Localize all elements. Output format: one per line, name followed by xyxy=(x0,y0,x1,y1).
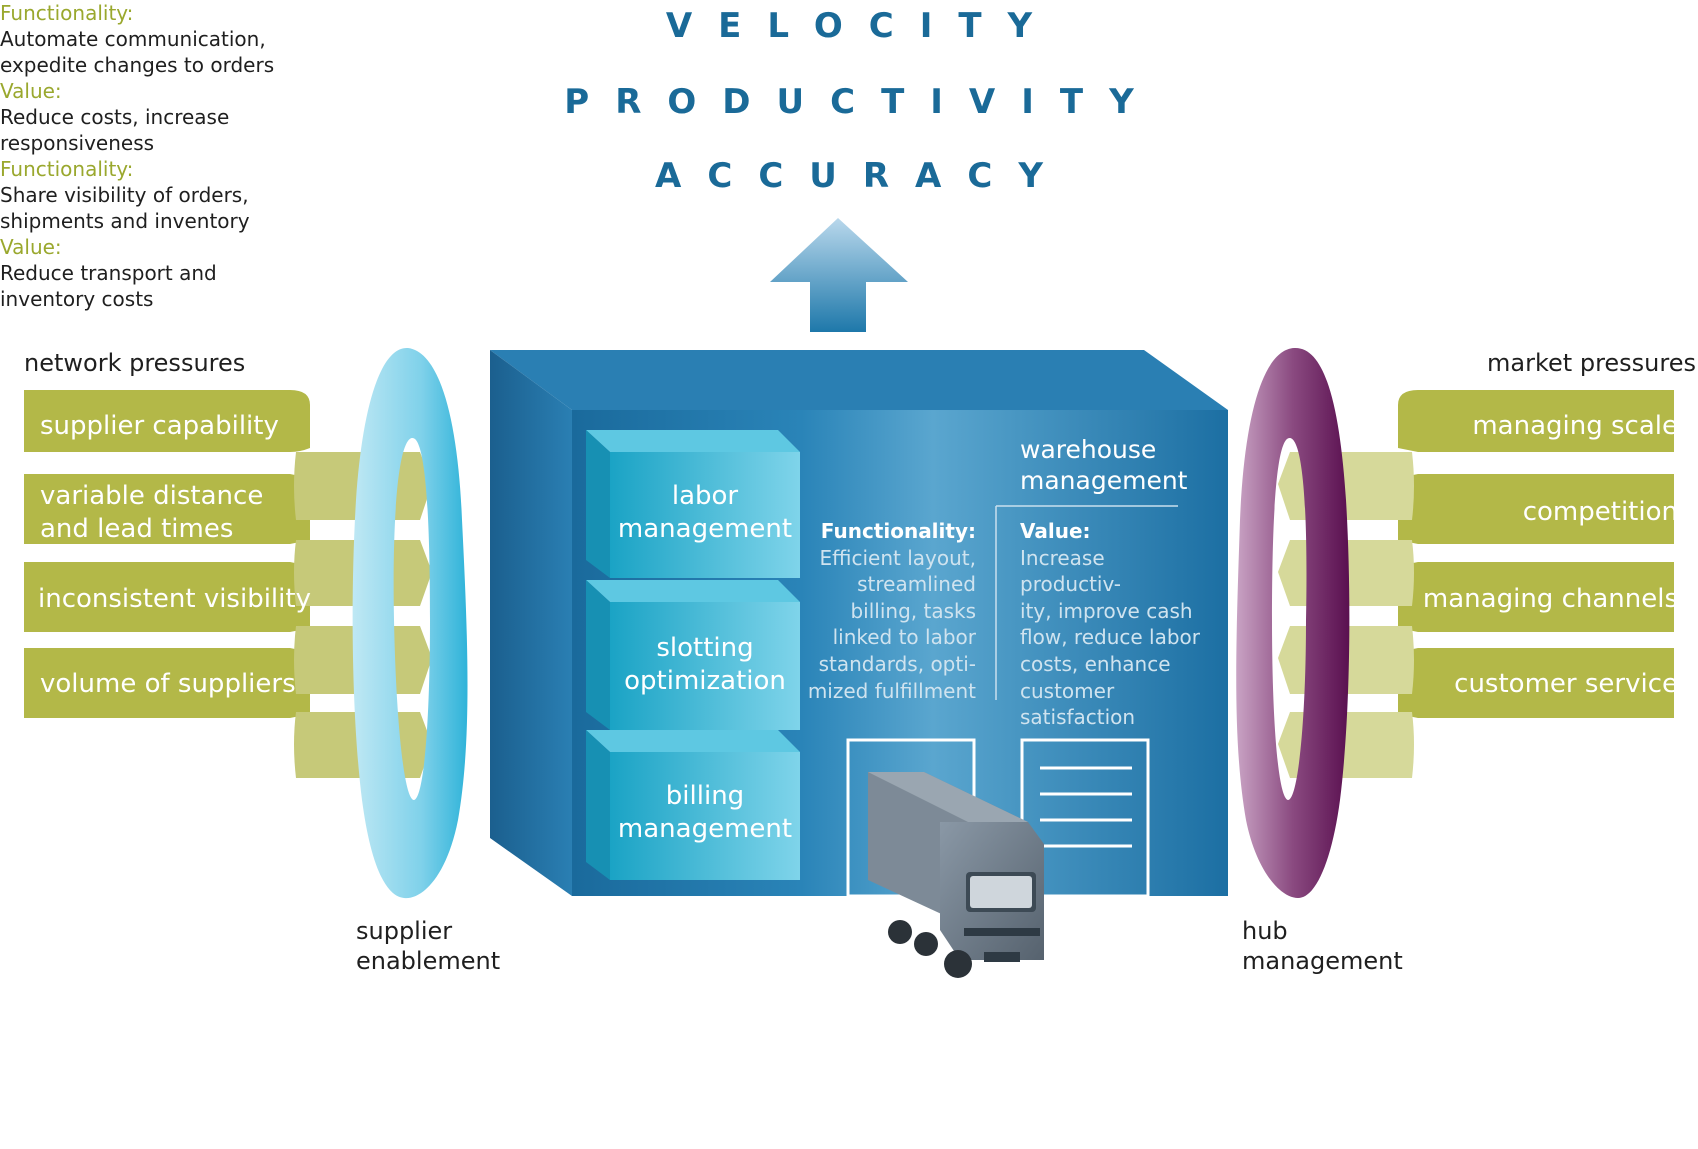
network-pressures-title: network pressures xyxy=(24,349,246,377)
warehouse-value: Value: Increase productiv- ity, improve … xyxy=(1020,518,1210,731)
title-line: hub xyxy=(1242,917,1288,945)
warehouse-functionality: Functionality: Efficient layout, streaml… xyxy=(796,518,976,704)
warehouse-management-title: warehouse management xyxy=(1020,434,1187,497)
box-label-line: billing xyxy=(665,781,745,811)
functionality-line: expedite changes to orders xyxy=(0,53,275,77)
value-line: inventory costs xyxy=(0,287,154,311)
functionality-label: Functionality: xyxy=(0,1,134,25)
supplier-enablement-details: Functionality: Automate communication, e… xyxy=(0,0,1698,156)
headline-accuracy: ACCURACY xyxy=(655,156,1069,196)
pressure-competition: competition xyxy=(1522,497,1678,527)
up-arrow-shape xyxy=(770,218,908,332)
value-line: satisfaction xyxy=(1020,705,1136,730)
market-pressures-title: market pressures xyxy=(1487,349,1696,377)
function-boxes xyxy=(586,430,800,880)
labor-management-box: labor management xyxy=(610,480,800,545)
functionality-line: mized fulfillment xyxy=(807,678,976,703)
hub-management-ring xyxy=(1236,347,1350,898)
billing-management-box: billing management xyxy=(610,780,800,845)
headline-productivity: PRODUCTIVITY xyxy=(564,82,1160,122)
box-label-line: slotting xyxy=(656,633,754,663)
functionality-label: Functionality: xyxy=(820,519,976,543)
pressure-lead-times: and lead times xyxy=(40,514,234,544)
pressure-customer-service: customer service xyxy=(1454,669,1678,699)
functionality-line: billing, tasks xyxy=(850,598,976,623)
functionality-line: Automate communication, xyxy=(0,27,266,51)
pressure-managing-scale: managing scale xyxy=(1472,411,1678,441)
value-label: Value: xyxy=(1020,519,1091,543)
value-line: Reduce transport and xyxy=(0,261,217,285)
functionality-line: Share visibility of orders, xyxy=(0,183,249,207)
box-label-line: optimization xyxy=(624,665,786,696)
box-label-line: management xyxy=(617,813,793,844)
functionality-line: Efficient layout, xyxy=(819,545,976,570)
value-line: costs, enhance xyxy=(1020,651,1171,676)
pressure-volume-suppliers: volume of suppliers xyxy=(40,669,296,699)
value-line: Increase productiv- xyxy=(1020,545,1121,597)
value-line: Reduce costs, increase xyxy=(0,105,230,129)
value-line: responsiveness xyxy=(0,131,155,155)
functionality-line: shipments and inventory xyxy=(0,209,250,233)
pressure-inconsistent-visibility: inconsistent visibility xyxy=(38,584,311,614)
box-label-line: labor xyxy=(671,481,739,511)
functionality-line: linked to labor xyxy=(832,625,976,650)
title-line: management xyxy=(1242,947,1403,975)
functionality-line: standards, opti- xyxy=(818,651,976,676)
value-line: flow, reduce labor xyxy=(1020,625,1200,650)
box-label-line: management xyxy=(617,513,793,544)
pressure-variable-distance: variable distance xyxy=(40,481,264,511)
truck-icon xyxy=(868,772,1044,978)
value-line: customer xyxy=(1020,678,1115,703)
value-line: ity, improve cash xyxy=(1020,598,1193,623)
hub-management-title: hub management xyxy=(1242,916,1403,976)
value-label: Value: xyxy=(0,235,62,259)
title-line: enablement xyxy=(356,947,501,975)
supplier-enablement-ring xyxy=(352,347,468,899)
hub-management-details: Functionality: Share visibility of order… xyxy=(0,156,1698,312)
value-label: Value: xyxy=(0,79,62,103)
slotting-optimization-box: slotting optimization xyxy=(610,632,800,697)
pressure-managing-channels: managing channels xyxy=(1422,584,1678,614)
supplier-enablement-title: supplier enablement xyxy=(356,916,500,976)
title-line: supplier xyxy=(356,917,453,945)
title-line: management xyxy=(1020,466,1188,496)
pressure-supplier-capability: supplier capability xyxy=(40,411,279,441)
functionality-line: streamlined xyxy=(857,572,976,597)
title-line: warehouse xyxy=(1020,435,1157,464)
headline-velocity: VELOCITY xyxy=(665,6,1059,46)
functionality-label: Functionality: xyxy=(0,157,134,181)
